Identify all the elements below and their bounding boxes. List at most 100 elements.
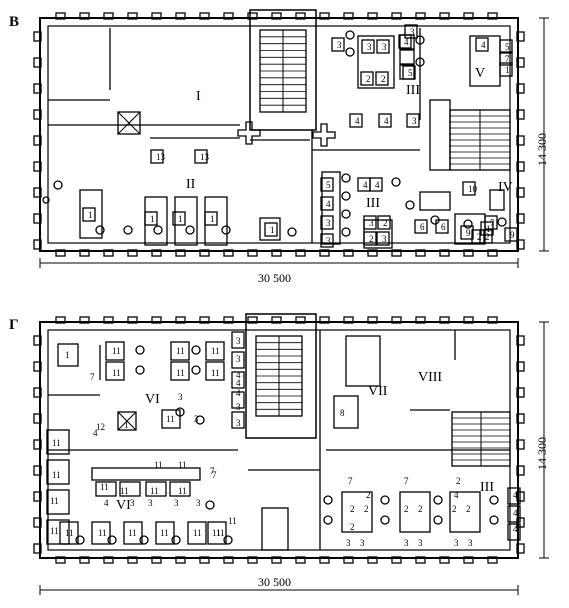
pilaster — [487, 12, 498, 20]
pilaster — [487, 249, 498, 257]
desk-number: 3 — [236, 418, 241, 428]
pilaster — [33, 213, 42, 224]
chair — [223, 535, 233, 545]
chair — [135, 345, 145, 355]
pilaster — [223, 12, 234, 20]
chair — [489, 515, 499, 525]
desk-number: 7 — [90, 372, 95, 382]
chair — [221, 225, 231, 235]
desk-number-box — [349, 113, 363, 128]
chair — [415, 35, 425, 45]
desk-number: 11 — [211, 346, 220, 356]
desk — [79, 189, 103, 239]
desk — [507, 523, 521, 541]
pilaster — [391, 12, 402, 20]
pilaster — [247, 249, 258, 257]
pilaster — [175, 249, 186, 257]
desk-number: 13 — [156, 152, 166, 162]
desk — [507, 505, 521, 523]
desk-number: 1 — [270, 225, 275, 235]
desk — [231, 351, 245, 369]
desk-number-box — [363, 231, 377, 246]
pilaster — [439, 556, 450, 564]
desk-number: 2 — [456, 476, 461, 486]
desk-number: 10 — [468, 184, 478, 194]
room-label: V — [475, 66, 486, 81]
desk-number-box — [360, 71, 374, 86]
desk-number: 3 — [367, 42, 372, 52]
pilaster — [343, 249, 354, 257]
desk-number-box — [144, 211, 158, 226]
desk — [187, 521, 207, 545]
desk-number-box — [378, 113, 392, 128]
pilaster — [103, 316, 114, 324]
desk — [170, 361, 190, 381]
pilaster — [55, 556, 66, 564]
chair — [123, 225, 133, 235]
pilaster — [151, 316, 162, 324]
pilaster — [33, 83, 42, 94]
desk-number: 3 — [418, 538, 423, 548]
room-label: VII — [368, 384, 388, 399]
chair — [139, 535, 149, 545]
desk — [57, 343, 79, 367]
pilaster — [367, 556, 378, 564]
desk-number-box — [479, 229, 493, 244]
chair — [463, 219, 473, 229]
pilaster — [79, 556, 90, 564]
desk-number: 3 — [410, 27, 415, 37]
chair — [195, 415, 205, 425]
pilaster — [516, 335, 525, 346]
chair — [497, 217, 507, 227]
desk-number-box — [172, 211, 186, 226]
desk-number: 3 — [178, 392, 183, 402]
desk — [161, 409, 181, 429]
pilaster — [33, 439, 42, 450]
pilaster — [367, 316, 378, 324]
pilaster — [439, 316, 450, 324]
desk — [59, 521, 79, 545]
pilaster — [295, 556, 306, 564]
desk-number: 4 — [236, 388, 241, 398]
width-dimension-bottom: 30 500 — [258, 575, 291, 589]
chair — [107, 535, 117, 545]
chair — [191, 345, 201, 355]
desk-number: 11 — [112, 346, 121, 356]
chair — [153, 225, 163, 235]
desk-number: 1 — [486, 224, 491, 234]
desk — [204, 196, 228, 246]
desk-number-box — [499, 62, 513, 77]
desk-number: 2 — [452, 504, 457, 514]
pilaster — [33, 161, 42, 172]
desk-number: 6 — [420, 222, 425, 232]
pilaster — [367, 249, 378, 257]
plan-letter-g: Г — [9, 317, 19, 333]
pilaster — [516, 31, 525, 42]
desk — [105, 341, 125, 361]
desk — [46, 489, 70, 515]
chair — [415, 57, 425, 67]
desk-number: 4 — [481, 40, 486, 50]
desk-number: 11 — [120, 486, 129, 496]
desk — [231, 371, 245, 389]
desk — [207, 521, 227, 545]
pilaster — [439, 249, 450, 257]
desk-number-box — [320, 177, 334, 192]
desk-number: 11 — [211, 368, 220, 378]
pilaster — [223, 556, 234, 564]
desk-number: 3 — [326, 218, 331, 228]
pilaster — [415, 249, 426, 257]
pilaster — [271, 249, 282, 257]
desk-number: 11 — [128, 528, 137, 538]
pilaster — [127, 12, 138, 20]
desk-number-box — [460, 225, 474, 240]
desk-number: 7 — [505, 54, 510, 64]
pilaster — [223, 316, 234, 324]
desk-number: 13 — [200, 152, 210, 162]
chair — [191, 365, 201, 375]
bench — [91, 467, 201, 481]
desk-number-box — [471, 229, 485, 244]
pilaster — [516, 83, 525, 94]
room-label: II — [186, 177, 196, 192]
pilaster — [127, 316, 138, 324]
